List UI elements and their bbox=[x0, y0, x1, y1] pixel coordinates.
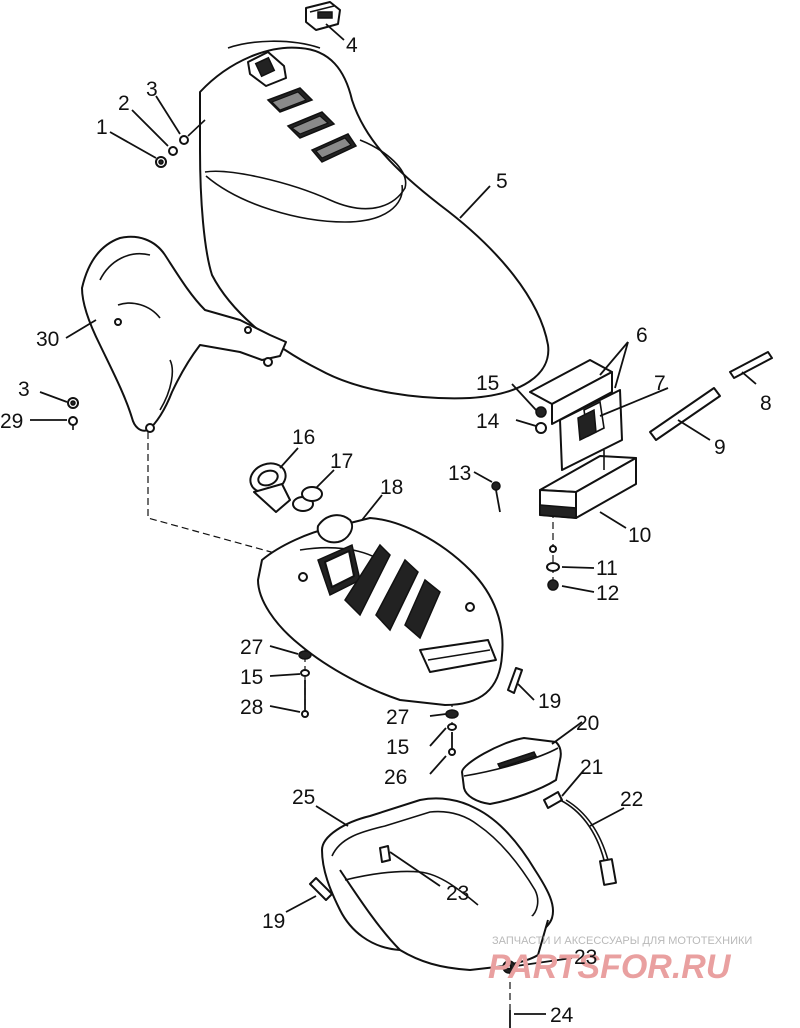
callout-27: 27 bbox=[386, 706, 409, 729]
callout-4: 4 bbox=[346, 34, 358, 57]
callout-22: 22 bbox=[620, 788, 643, 811]
callout-29: 29 bbox=[0, 410, 23, 433]
callout-24: 24 bbox=[550, 1004, 574, 1027]
fastener-group-top bbox=[155, 119, 206, 168]
pin-part bbox=[309, 877, 333, 901]
battery-cable-part bbox=[543, 791, 617, 886]
watermark-site: PARTSFOR.RU bbox=[488, 948, 732, 986]
callout-26: 26 bbox=[384, 766, 407, 789]
fastener-group-tank-right bbox=[445, 709, 459, 756]
fuel-tank-part bbox=[257, 514, 504, 706]
plug-part bbox=[292, 486, 323, 512]
callout-15: 15 bbox=[476, 372, 499, 395]
callout-19: 19 bbox=[262, 910, 285, 933]
callout-10: 10 bbox=[628, 524, 651, 547]
rear-fender-part bbox=[81, 235, 287, 433]
callout-12: 12 bbox=[596, 582, 619, 605]
leader-lines bbox=[30, 23, 757, 1015]
bolt-group-bracket bbox=[491, 406, 547, 513]
callout-15: 15 bbox=[240, 666, 263, 689]
callout-17: 17 bbox=[330, 450, 353, 473]
callout-2: 2 bbox=[118, 92, 130, 115]
callout-9: 9 bbox=[714, 436, 726, 459]
callout-labels: 1 2 3 4 5 6 7 8 9 10 11 12 13 14 15 16 1… bbox=[0, 34, 772, 1027]
callout-7: 7 bbox=[654, 372, 666, 395]
callout-18: 18 bbox=[380, 476, 403, 499]
fastener-group-tank-left bbox=[298, 650, 312, 718]
washer-group bbox=[546, 545, 560, 591]
latch-part bbox=[305, 1, 341, 31]
callout-6: 6 bbox=[636, 324, 648, 347]
callout-15: 15 bbox=[386, 736, 409, 759]
filler-neck-part bbox=[249, 462, 291, 513]
callout-16: 16 bbox=[292, 426, 315, 449]
fastener-group-left bbox=[67, 397, 79, 430]
callout-28: 28 bbox=[240, 696, 263, 719]
callout-23: 23 bbox=[446, 882, 469, 905]
callout-23: 23 bbox=[574, 946, 597, 969]
seat-part bbox=[199, 40, 550, 400]
battery-tray-part bbox=[321, 797, 554, 974]
callout-25: 25 bbox=[292, 786, 315, 809]
watermark-tagline: ЗАПЧАСТИ И АКСЕССУАРЫ ДЛЯ МОТОТЕХНИКИ bbox=[492, 935, 752, 947]
callout-5: 5 bbox=[496, 170, 508, 193]
alignment-line bbox=[147, 432, 301, 561]
rod-part bbox=[649, 351, 773, 441]
bracket-assembly-part bbox=[529, 359, 637, 519]
callout-19: 19 bbox=[538, 690, 561, 713]
callout-30: 30 bbox=[36, 328, 59, 351]
callout-11: 11 bbox=[596, 557, 618, 580]
clip-part bbox=[507, 667, 523, 694]
callout-20: 20 bbox=[576, 712, 599, 735]
callout-27: 27 bbox=[240, 636, 263, 659]
callout-3: 3 bbox=[18, 378, 30, 401]
callout-3: 3 bbox=[146, 78, 158, 101]
callout-13: 13 bbox=[448, 462, 471, 485]
battery-part bbox=[461, 737, 562, 805]
callout-8: 8 bbox=[760, 392, 772, 415]
callout-1: 1 bbox=[96, 116, 108, 139]
callout-21: 21 bbox=[580, 756, 603, 779]
callout-14: 14 bbox=[476, 410, 500, 433]
